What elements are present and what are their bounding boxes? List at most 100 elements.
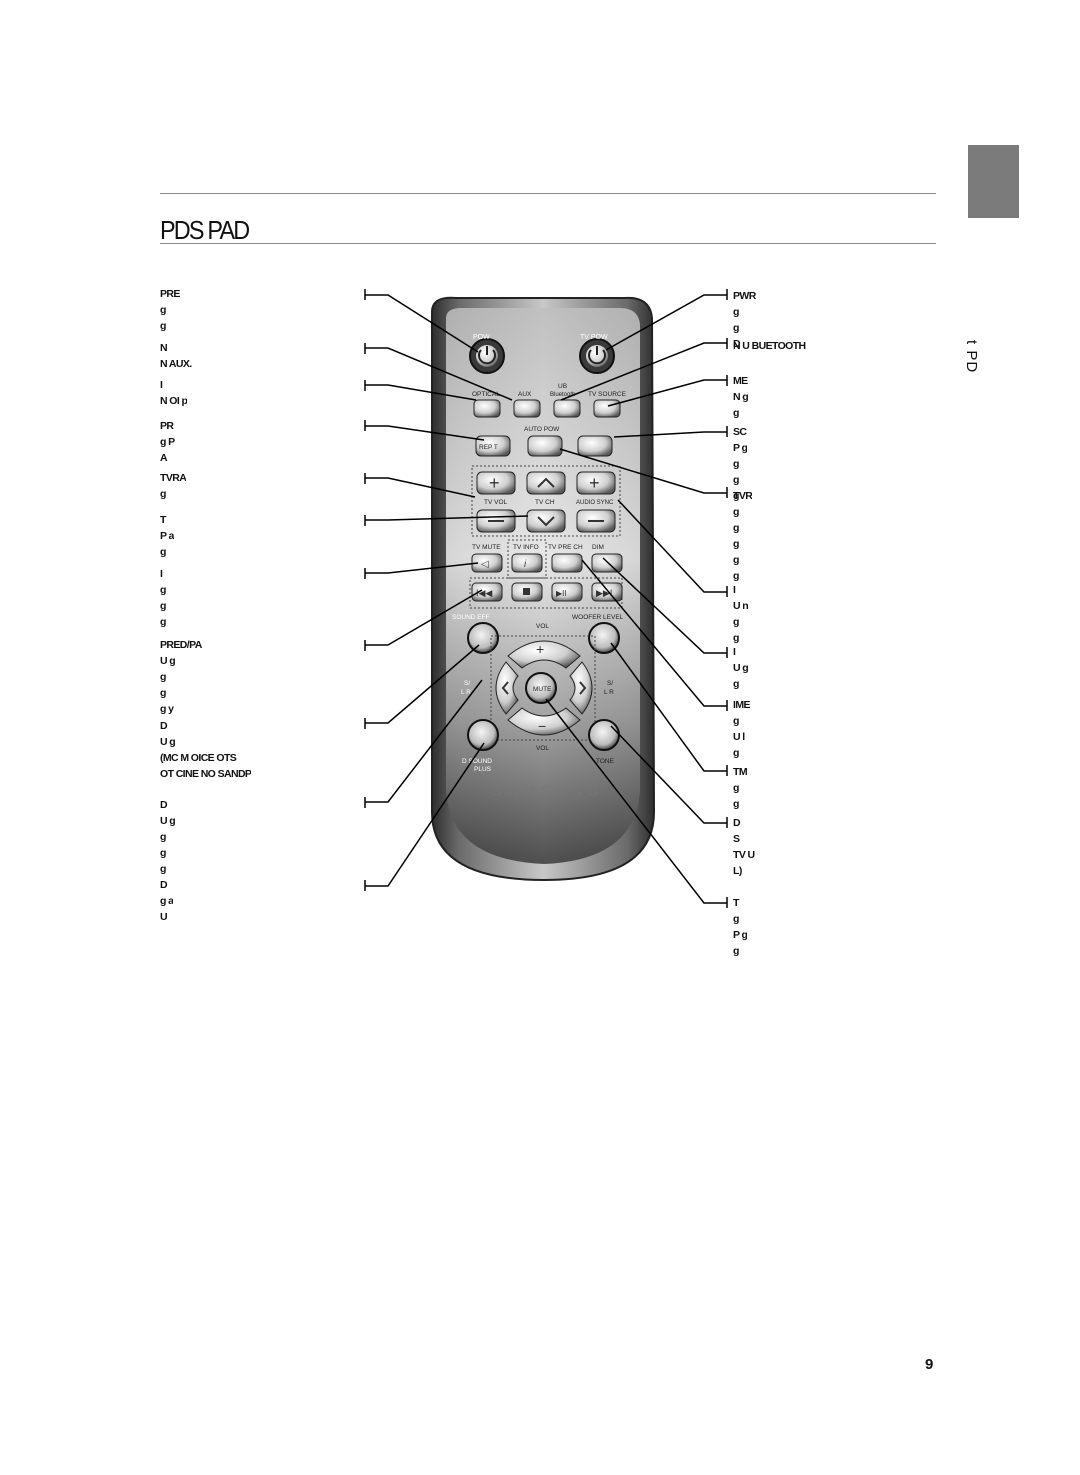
left-callout-line: g <box>160 584 166 596</box>
left-callout-line: N <box>160 342 168 354</box>
left-callout-line: U g <box>160 655 176 667</box>
svg-text:+: + <box>589 473 600 493</box>
left-callout-line: A <box>160 452 168 464</box>
blank-button <box>577 435 613 457</box>
usb-button <box>553 399 581 418</box>
brand-logo: SAMSUNG <box>492 783 604 800</box>
tone-button <box>588 719 620 751</box>
left-callout-line: g <box>160 671 166 683</box>
dpad-box <box>490 635 596 741</box>
vol-down-label: VOL <box>536 745 549 752</box>
vol-left-arrow <box>495 661 519 715</box>
right-callout-line: P g <box>733 442 748 454</box>
right-callout-line: g <box>733 616 739 628</box>
right-callout-line: IME <box>733 699 750 711</box>
tv-pre-ch-label: TV PRE CH <box>548 544 583 551</box>
right-callout-line: L) <box>733 865 742 877</box>
svg-text:▶▶I: ▶▶I <box>596 588 612 598</box>
mute-label: MUTE <box>533 686 552 693</box>
sound-plus-label: D SOUND <box>462 758 492 765</box>
usb-label: UB <box>558 383 567 390</box>
left-callout-line: U g <box>160 815 176 827</box>
right-callout-line: D <box>733 338 741 350</box>
left-callout-line: TVRA <box>160 472 187 484</box>
right-callout-line: T <box>733 897 739 909</box>
right-callout-line: g <box>733 407 739 419</box>
right-callout-line: g <box>733 945 739 957</box>
left-callout-line: g <box>160 847 166 859</box>
page-number: 9 <box>925 1356 934 1373</box>
left-callout-line: g <box>160 488 166 500</box>
tv-info-box <box>507 539 547 579</box>
s-vol-left-label: S/ <box>464 680 470 687</box>
svg-text:◁: ◁ <box>481 559 489 570</box>
left-callout-line: PRED/PA <box>160 639 202 651</box>
sound-plus-button <box>467 719 499 751</box>
tv-ch-label: TV CH <box>535 499 555 506</box>
right-callout-line: TV U <box>733 849 755 861</box>
right-callout-line: g <box>733 306 739 318</box>
audio-sync-label: AUDIO SYNC <box>576 500 614 506</box>
aux-label: AUX <box>518 391 532 398</box>
power-icon <box>478 346 496 365</box>
tv-pre-ch-button <box>551 553 583 573</box>
optical-button <box>473 399 501 418</box>
tv-source-label: TV SOURCE <box>588 391 627 398</box>
right-callout-line: D <box>733 817 741 829</box>
left-callout-line: I <box>160 379 163 391</box>
tv-mute-label: TV MUTE <box>472 544 501 551</box>
sound-effect-label: SOUND EFF <box>452 614 490 621</box>
right-callout-line: g <box>733 782 739 794</box>
s-vol-right-label-2: L R <box>604 689 614 696</box>
svg-text:I◀◀: I◀◀ <box>476 588 492 598</box>
left-callout-line: g <box>160 687 166 699</box>
right-callout-line: g <box>733 715 739 727</box>
right-callout-line: U l <box>733 731 745 743</box>
right-callout-line: N g <box>733 391 749 403</box>
tv-control-box <box>471 465 621 537</box>
section-tab <box>968 145 1019 218</box>
left-callout-line: PRE <box>160 288 180 300</box>
right-callout-line: g <box>733 747 739 759</box>
sound-effect-button <box>467 622 499 654</box>
left-callout-line: D <box>160 879 168 891</box>
left-callout-line: g <box>160 863 166 875</box>
next-button: ▶▶I <box>591 582 623 602</box>
left-callout-line: D <box>160 720 168 732</box>
previous-button: I◀◀ <box>471 582 503 602</box>
tv-info-label: TV INFO <box>513 544 539 551</box>
right-callout-line: I <box>733 646 736 658</box>
left-callout-line: g <box>160 304 166 316</box>
mute-button <box>525 672 557 704</box>
left-callout-line: N AUX. <box>160 358 192 370</box>
aux-button <box>513 399 541 418</box>
svg-text:▶II: ▶II <box>556 589 567 598</box>
svg-text:+: + <box>489 473 500 493</box>
right-callout-line: g <box>733 322 739 334</box>
left-callout-line: g <box>160 600 166 612</box>
play-pause-button: ▶II <box>551 582 583 602</box>
right-callout-line: S <box>733 833 740 845</box>
sound-plus-label-2: PLUS <box>474 766 492 773</box>
left-callout-line: g <box>160 546 166 558</box>
right-callout-line: SC <box>733 426 747 438</box>
top-rule <box>160 193 936 194</box>
left-callout-line: OT CINE NO SANDP <box>160 768 252 780</box>
right-callout-2: N U BUETOOTH <box>733 338 806 354</box>
left-callout-line: (MC M OICE OTS <box>160 752 237 764</box>
svg-text:−: − <box>538 718 546 734</box>
source-buttons <box>473 399 621 418</box>
right-callout-line: g <box>733 474 739 486</box>
